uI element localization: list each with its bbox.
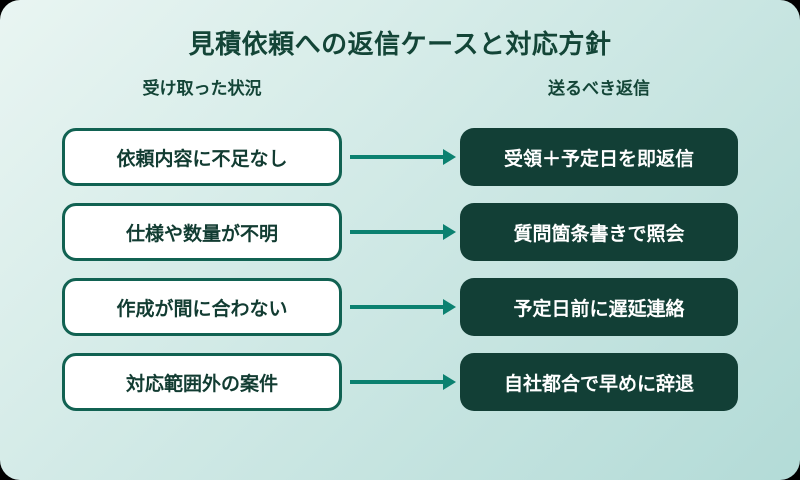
situation-label: 作成が間に合わない [116,298,288,320]
reply-label: 自社都合で早めに辞退 [503,373,694,395]
reply-box: 予定日前に遅延連絡 [460,278,738,336]
column-header-reply: 送るべき返信 [548,79,650,98]
arrow-line [350,155,443,159]
page-title: 見積依頼への返信ケースと対応方針 [188,29,612,59]
situation-box: 作成が間に合わない [62,278,342,336]
arrow-line [350,305,443,309]
flow-row: 仕様や数量が不明 質問箇条書きで照会 [62,203,738,261]
reply-box: 質問箇条書きで照会 [460,203,738,261]
situation-label: 依頼内容に不足なし [116,148,288,170]
arrow-right-icon [342,128,460,186]
arrow-right-icon [342,278,460,336]
reply-label: 予定日前に遅延連絡 [513,298,685,320]
reply-label: 質問箇条書きで照会 [513,223,685,245]
arrow-right-icon [342,353,460,411]
column-headers: 受け取った状況 送るべき返信 [62,78,738,100]
arrow-head [443,224,456,240]
arrow-head [443,299,456,315]
situation-box: 依頼内容に不足なし [62,128,342,186]
reply-box: 受領＋予定日を即返信 [460,128,738,186]
situation-box: 対応範囲外の案件 [62,353,342,411]
arrow-line [350,230,443,234]
flow-rows: 依頼内容に不足なし 受領＋予定日を即返信 仕様や数量が不明 質問箇条書きで照会 [62,128,738,411]
flow-row: 依頼内容に不足なし 受領＋予定日を即返信 [62,128,738,186]
situation-box: 仕様や数量が不明 [62,203,342,261]
reply-label: 受領＋予定日を即返信 [503,148,694,170]
flow-row: 作成が間に合わない 予定日前に遅延連絡 [62,278,738,336]
column-header-received: 受け取った状況 [142,79,262,98]
situation-label: 対応範囲外の案件 [125,373,278,395]
situation-label: 仕様や数量が不明 [125,223,278,245]
reply-box: 自社都合で早めに辞退 [460,353,738,411]
arrow-right-icon [342,203,460,261]
arrow-line [350,380,443,384]
arrow-head [443,374,456,390]
flow-row: 対応範囲外の案件 自社都合で早めに辞退 [62,353,738,411]
arrow-head [443,149,456,165]
